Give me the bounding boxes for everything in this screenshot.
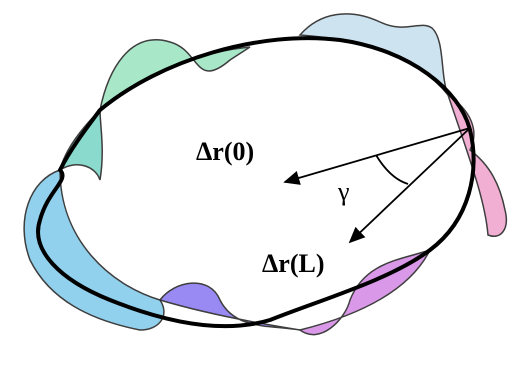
ribbon-lobe-right (446, 93, 507, 237)
angle-arc (375, 154, 409, 185)
ribbon-lobe-left (23, 168, 165, 331)
vector-delta-rL-arrow (348, 127, 471, 244)
vector-group (283, 127, 471, 244)
label-gamma: γ (337, 177, 350, 206)
label-delta-r0: Δr(0) (196, 137, 254, 166)
ribbon-lobe-top-right (298, 13, 449, 96)
ribbon-lobe-left-upper (58, 108, 103, 181)
vector-delta-r0-arrow (283, 127, 471, 185)
ribbon-lobe-bottom (158, 282, 301, 331)
ribbon-surface (23, 13, 507, 336)
label-delta-rL: Δr(L) (262, 249, 325, 278)
loop-outline (36, 36, 476, 329)
